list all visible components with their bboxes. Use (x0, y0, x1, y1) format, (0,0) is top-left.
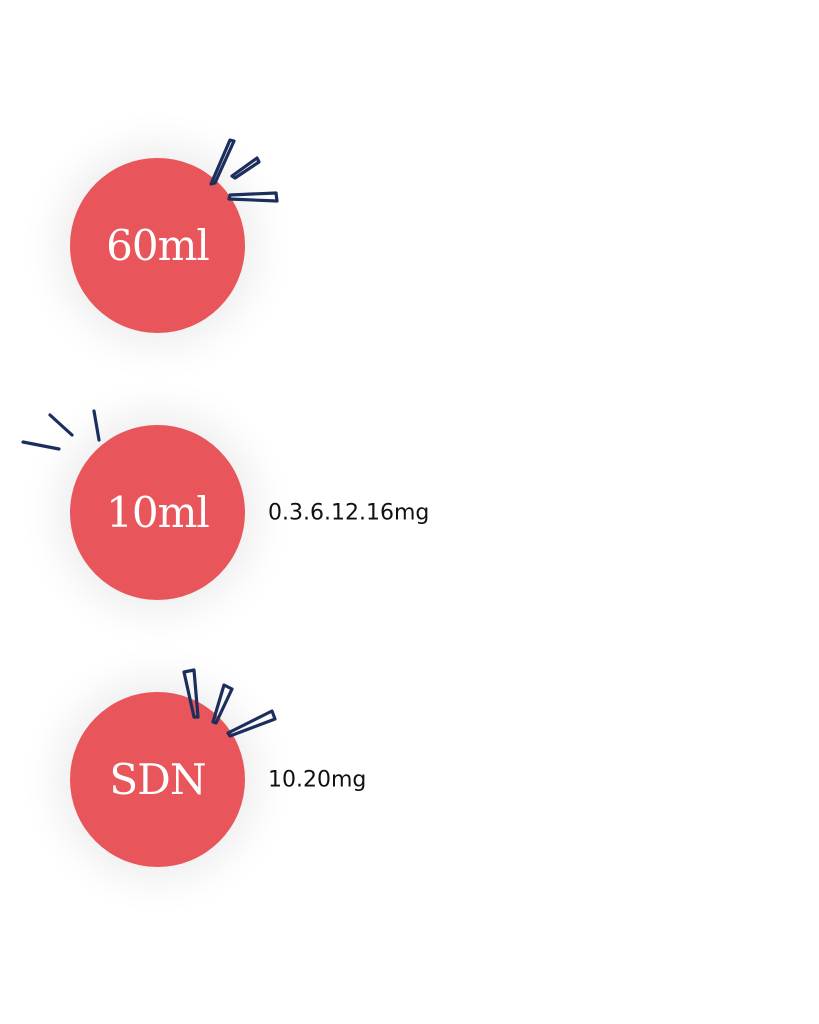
badge-caption: 0.3.6.12.16mg (268, 500, 430, 525)
spark-marks-icon (182, 668, 277, 738)
badge-label: 10ml (106, 488, 210, 537)
badge-sdn: SDN 10.20mg (70, 668, 366, 867)
badge-60ml: 60ml (70, 138, 279, 333)
badge-10ml: 10ml 0.3.6.12.16mg (21, 409, 429, 600)
badge-label: SDN (109, 755, 206, 804)
badge-circle: 60ml (70, 158, 245, 333)
badge-caption: 10.20mg (268, 767, 367, 792)
badge-label: 60ml (106, 221, 210, 270)
spark-marks-icon (209, 138, 279, 203)
badge-circle: 10ml (70, 425, 245, 600)
spark-marks-icon (21, 409, 101, 451)
